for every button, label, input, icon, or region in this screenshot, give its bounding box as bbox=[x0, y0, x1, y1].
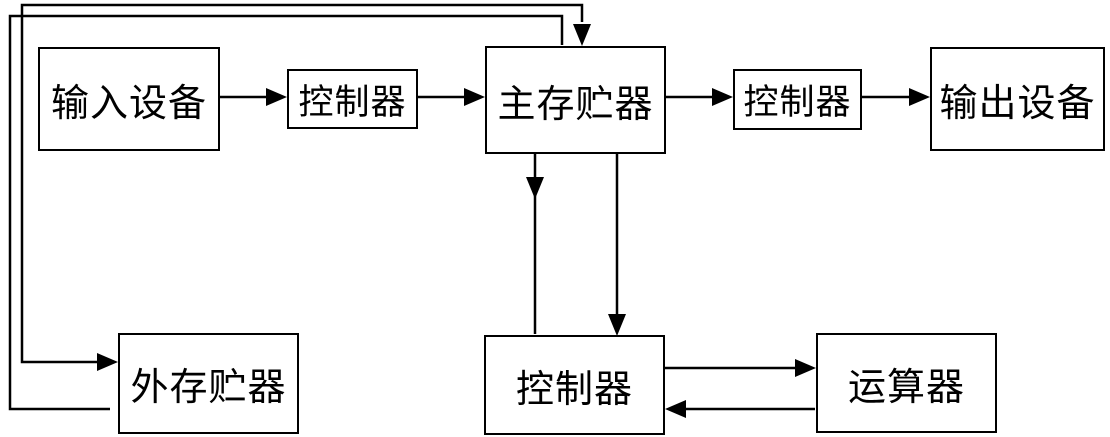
alu-box: 运算器 bbox=[816, 333, 997, 433]
input-controller-box: 控制器 bbox=[287, 69, 418, 129]
arrowhead-to-arith-controller bbox=[608, 314, 626, 336]
arith-controller-box: 控制器 bbox=[484, 335, 665, 435]
output-controller-label: 控制器 bbox=[743, 83, 852, 123]
arrowhead-into-main-memory-top bbox=[573, 24, 591, 46]
input-device-label: 输入设备 bbox=[50, 80, 207, 125]
arrowhead-down-left-branch bbox=[526, 177, 544, 199]
output-controller-box: 控制器 bbox=[733, 69, 862, 130]
arrowhead-to-alu bbox=[795, 359, 816, 377]
external-memory-box: 外存贮器 bbox=[118, 333, 299, 434]
edge-main-memory-to-external-memory bbox=[20, 3, 584, 364]
main-memory-label: 主存贮器 bbox=[497, 81, 654, 126]
arrowhead-to-arith-controller-return bbox=[665, 400, 686, 418]
alu-label: 运算器 bbox=[847, 364, 965, 409]
main-memory-box: 主存贮器 bbox=[485, 46, 666, 154]
arrowhead-to-output-device bbox=[909, 88, 930, 106]
input-controller-label: 控制器 bbox=[298, 82, 407, 123]
arrowhead-to-output-controller bbox=[712, 88, 733, 106]
arrowhead-to-external-memory bbox=[97, 353, 118, 371]
arrowhead-to-input-controller bbox=[266, 88, 287, 106]
output-device-label: 输出设备 bbox=[939, 80, 1096, 125]
output-device-box: 输出设备 bbox=[930, 47, 1105, 151]
input-device-box: 输入设备 bbox=[38, 47, 220, 151]
arrowhead-to-main-memory bbox=[464, 88, 485, 106]
external-memory-label: 外存贮器 bbox=[130, 365, 287, 409]
edge-main-memory-feedback-loop bbox=[8, 14, 564, 411]
arith-controller-label: 控制器 bbox=[515, 366, 633, 411]
